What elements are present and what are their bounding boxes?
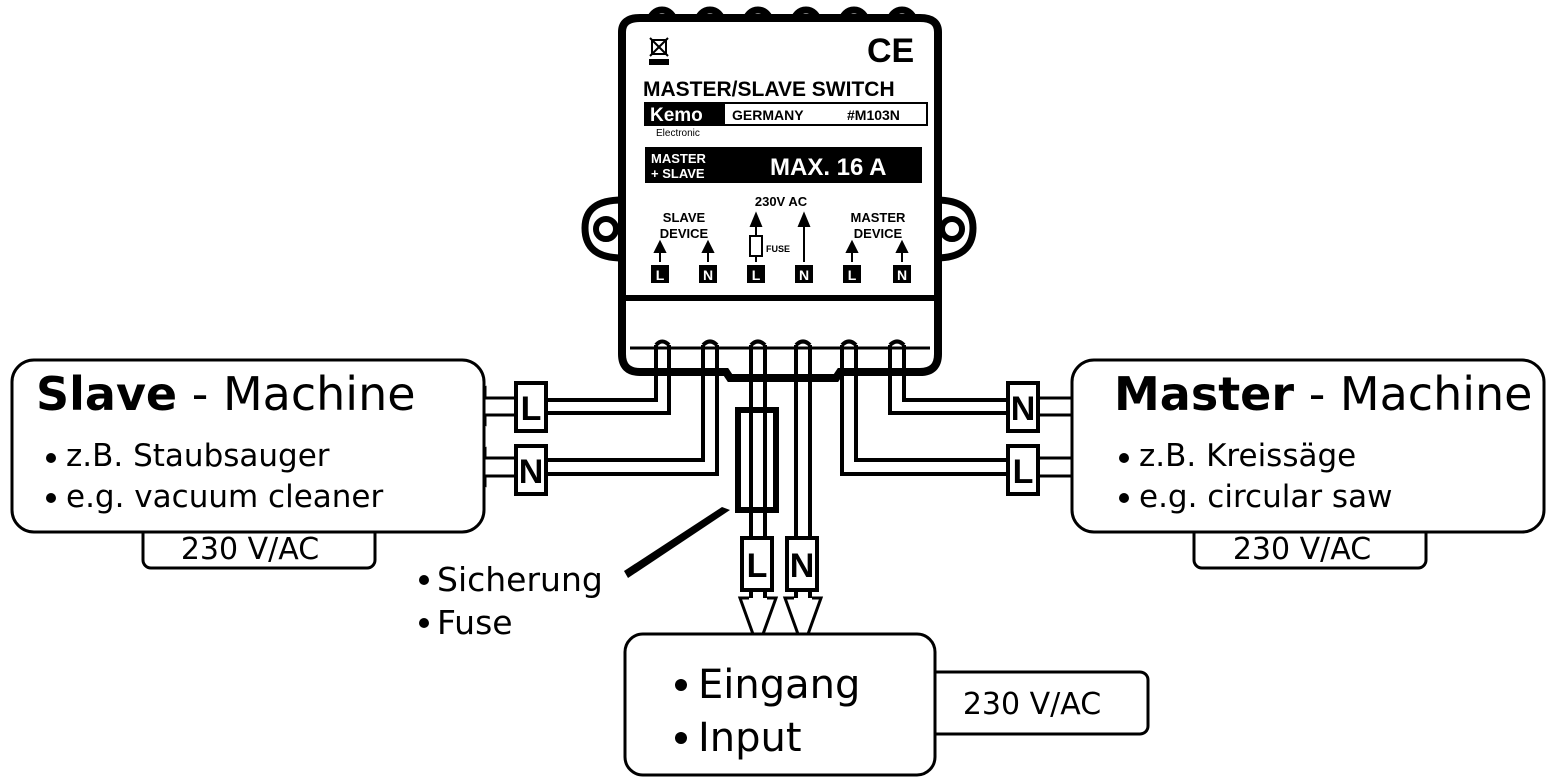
module-title: MASTER/SLAVE SWITCH — [643, 78, 895, 101]
fuse-callout-bullet-1: Sicherung — [437, 560, 603, 599]
module-fuse-label: FUSE — [766, 244, 790, 254]
terminal-master-n: N — [897, 267, 907, 283]
master-bullet-1: z.B. Kreissäge — [1139, 438, 1356, 474]
master-voltage: 230 V/AC — [1233, 532, 1371, 567]
input-panel: 230 V/AC Eingang Input — [623, 632, 1150, 777]
ce-mark-icon: CE — [867, 32, 914, 70]
slave-bullet-2: e.g. vacuum cleaner — [66, 479, 383, 515]
slave-title: Slave - Machine — [36, 367, 416, 421]
slave-title-rest: - Machine — [177, 367, 415, 421]
terminal-slave-n: N — [703, 267, 713, 283]
input-wire-label-l: L — [747, 547, 768, 585]
wire-slave-l-inner — [520, 345, 671, 415]
master-device-label-line1: MASTER — [851, 210, 907, 225]
slave-machine-panel: 230 V/AC Slave - Machine z.B. Staubsauge… — [10, 358, 486, 570]
input-voltage: 230 V/AC — [963, 687, 1101, 722]
master-bullet-2: e.g. circular saw — [1139, 479, 1392, 515]
wire-master-n-outer — [888, 345, 1010, 415]
terminal-input-l: L — [752, 267, 761, 283]
switch-module: CE MASTER/SLAVE SWITCH Kemo Electronic G… — [581, 6, 977, 382]
wire-master-l-outer — [840, 345, 1010, 476]
terminal-arrows — [653, 211, 909, 262]
fuse-body — [735, 407, 779, 513]
model-number: #M103N — [847, 107, 900, 123]
rating-label-line1: MASTER — [651, 151, 707, 166]
wire-slave-n-inner — [520, 345, 719, 476]
master-wire-label-l: L — [1013, 453, 1034, 491]
brand-row: Kemo Electronic GERMANY #M103N — [644, 102, 928, 139]
master-title-bold: Master — [1114, 367, 1294, 421]
fuse-callout-pointer — [624, 507, 730, 578]
input-bullet-2: Input — [698, 715, 802, 761]
terminal-slave-l: L — [656, 267, 665, 283]
ac-label: 230V AC — [755, 194, 808, 209]
wire-master-l-inner — [854, 345, 1010, 462]
fuse-icon — [749, 235, 763, 257]
brand-logo: Kemo — [650, 105, 703, 126]
fuse-callout-bullet-2: Fuse — [437, 603, 513, 642]
wire-slave-l-outer — [520, 345, 658, 402]
rating-bar: MASTER + SLAVE MAX. 16 A — [645, 147, 922, 183]
input-wire-label-n: N — [790, 547, 815, 585]
wire-master-n-inner — [902, 345, 1010, 402]
rating-label-line2: + SLAVE — [651, 166, 705, 181]
terminal-input-n: N — [799, 267, 809, 283]
weee-bin-icon — [649, 37, 669, 65]
input-bullet-1: Eingang — [698, 662, 860, 708]
master-title: Master - Machine — [1114, 367, 1532, 421]
master-device-label-line2: DEVICE — [854, 226, 903, 241]
terminal-boxes: L N L N L N — [651, 265, 911, 283]
slave-wire-label-n: N — [519, 453, 544, 491]
wire-label-boxes: L N N L L N — [514, 381, 1040, 592]
fuse-callout: Sicherung Fuse — [419, 560, 603, 642]
rating-value: MAX. 16 A — [770, 154, 886, 181]
master-title-rest: - Machine — [1294, 367, 1532, 421]
wire-slave-n-outer — [520, 345, 705, 462]
country-label: GERMANY — [732, 107, 804, 123]
brand-sub: Electronic — [656, 128, 700, 139]
slave-wire-label-l: L — [521, 390, 542, 428]
slave-bullet-1: z.B. Staubsauger — [66, 438, 330, 474]
slave-device-label-line2: DEVICE — [660, 226, 709, 241]
slave-voltage: 230 V/AC — [181, 532, 319, 567]
slave-device-label-line1: SLAVE — [663, 210, 706, 225]
master-wire-label-n: N — [1011, 390, 1036, 428]
terminal-master-l: L — [848, 267, 857, 283]
mounting-lug-left — [581, 196, 626, 262]
slave-title-bold: Slave — [36, 367, 177, 421]
master-machine-panel: 230 V/AC Master - Machine z.B. Kreissäge… — [1070, 358, 1546, 570]
